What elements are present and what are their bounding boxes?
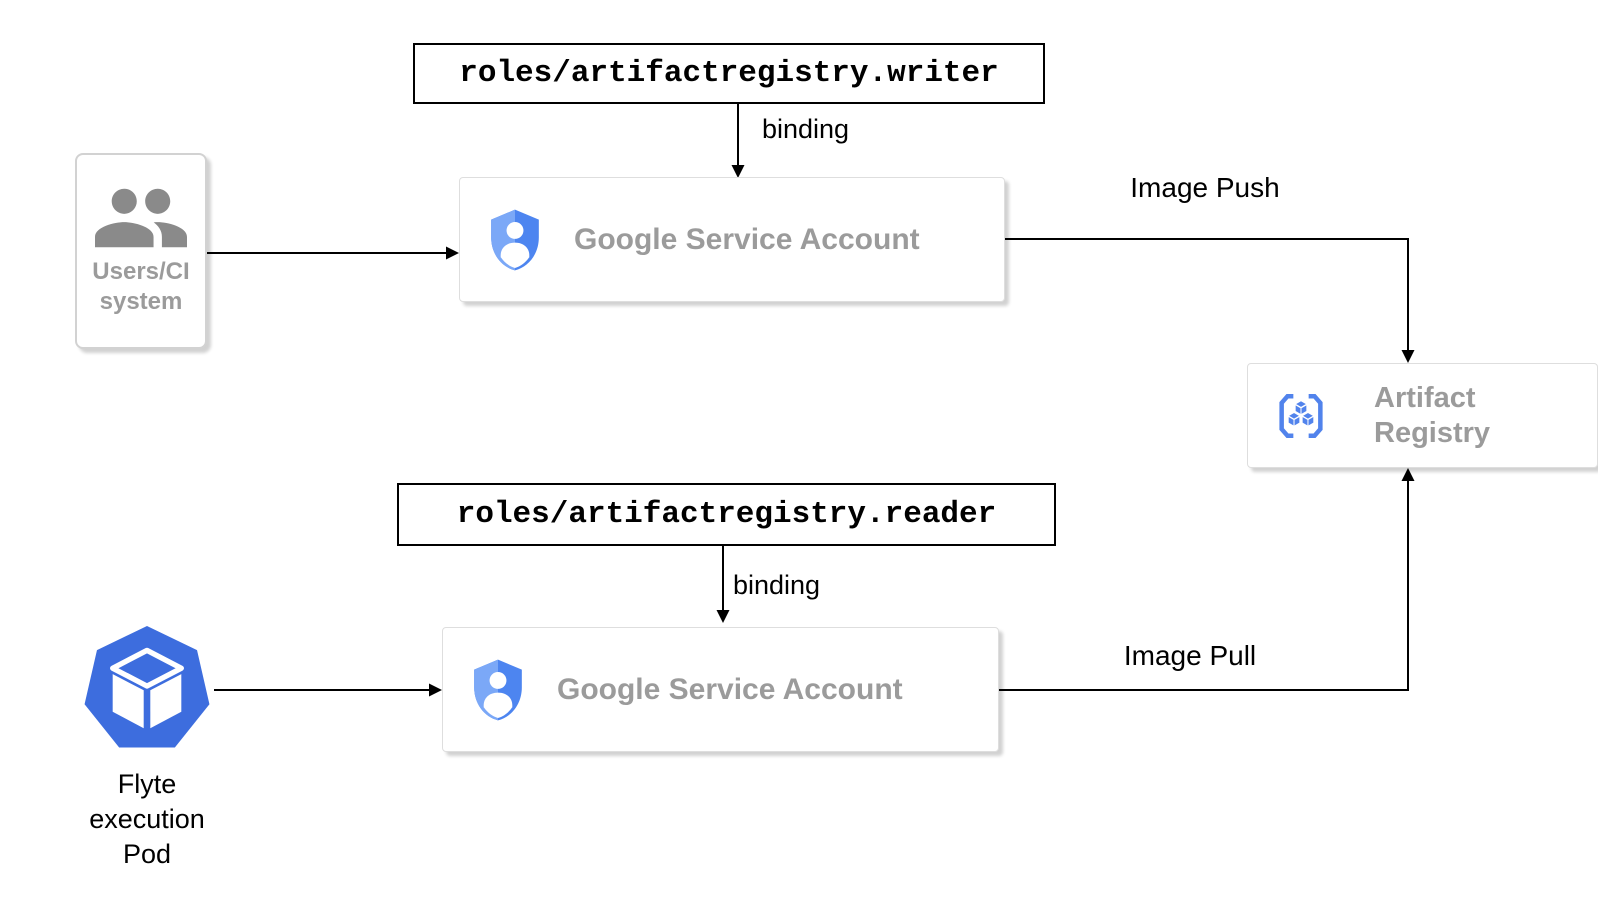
image-push-arrowhead xyxy=(1401,350,1415,363)
pod-to-gsa-arrowhead xyxy=(429,683,442,697)
image-push-arrow-line xyxy=(976,238,1409,355)
gsa-reader-label: Google Service Account xyxy=(557,672,903,706)
flyte-pod-caption-line2: execution xyxy=(89,804,205,834)
gsa-writer-label: Google Service Account xyxy=(574,222,920,256)
binding-reader-arrowhead xyxy=(716,610,730,623)
writer-role-box: roles/artifactregistry.writer xyxy=(413,43,1045,104)
reader-role-box: roles/artifactregistry.reader xyxy=(397,483,1056,546)
service-account-shield-icon xyxy=(474,659,522,720)
artifact-registry-label-line2: Registry xyxy=(1374,416,1491,449)
artifact-registry-node: Artifact Registry xyxy=(1247,363,1598,468)
gsa-reader-node: Google Service Account xyxy=(442,627,999,752)
image-pull-label: Image Pull xyxy=(1123,640,1257,671)
users-ci-label-line1: Users/CI xyxy=(92,258,190,285)
image-pull-arrowhead xyxy=(1401,468,1415,481)
service-account-shield-icon xyxy=(491,209,539,270)
kubernetes-pod-icon xyxy=(84,625,210,748)
artifact-registry-label-line1: Artifact xyxy=(1374,381,1476,414)
image-push-label: Image Push xyxy=(1130,172,1280,203)
users-ci-label-line2: system xyxy=(99,288,183,315)
flyte-pod-caption: Flyte execution Pod xyxy=(42,767,252,872)
gsa-writer-node: Google Service Account xyxy=(459,177,1005,302)
users-group-icon xyxy=(95,188,187,248)
binding-reader-label: binding xyxy=(733,570,821,600)
flyte-pod-caption-line1: Flyte xyxy=(117,769,177,799)
users-ci-node: Users/CI system xyxy=(75,153,207,349)
artifact-registry-cubes-icon xyxy=(1279,393,1323,438)
binding-writer-label: binding xyxy=(762,114,850,144)
users-to-gsa-arrowhead xyxy=(446,246,459,260)
flyte-pod-caption-line3: Pod xyxy=(122,839,172,869)
